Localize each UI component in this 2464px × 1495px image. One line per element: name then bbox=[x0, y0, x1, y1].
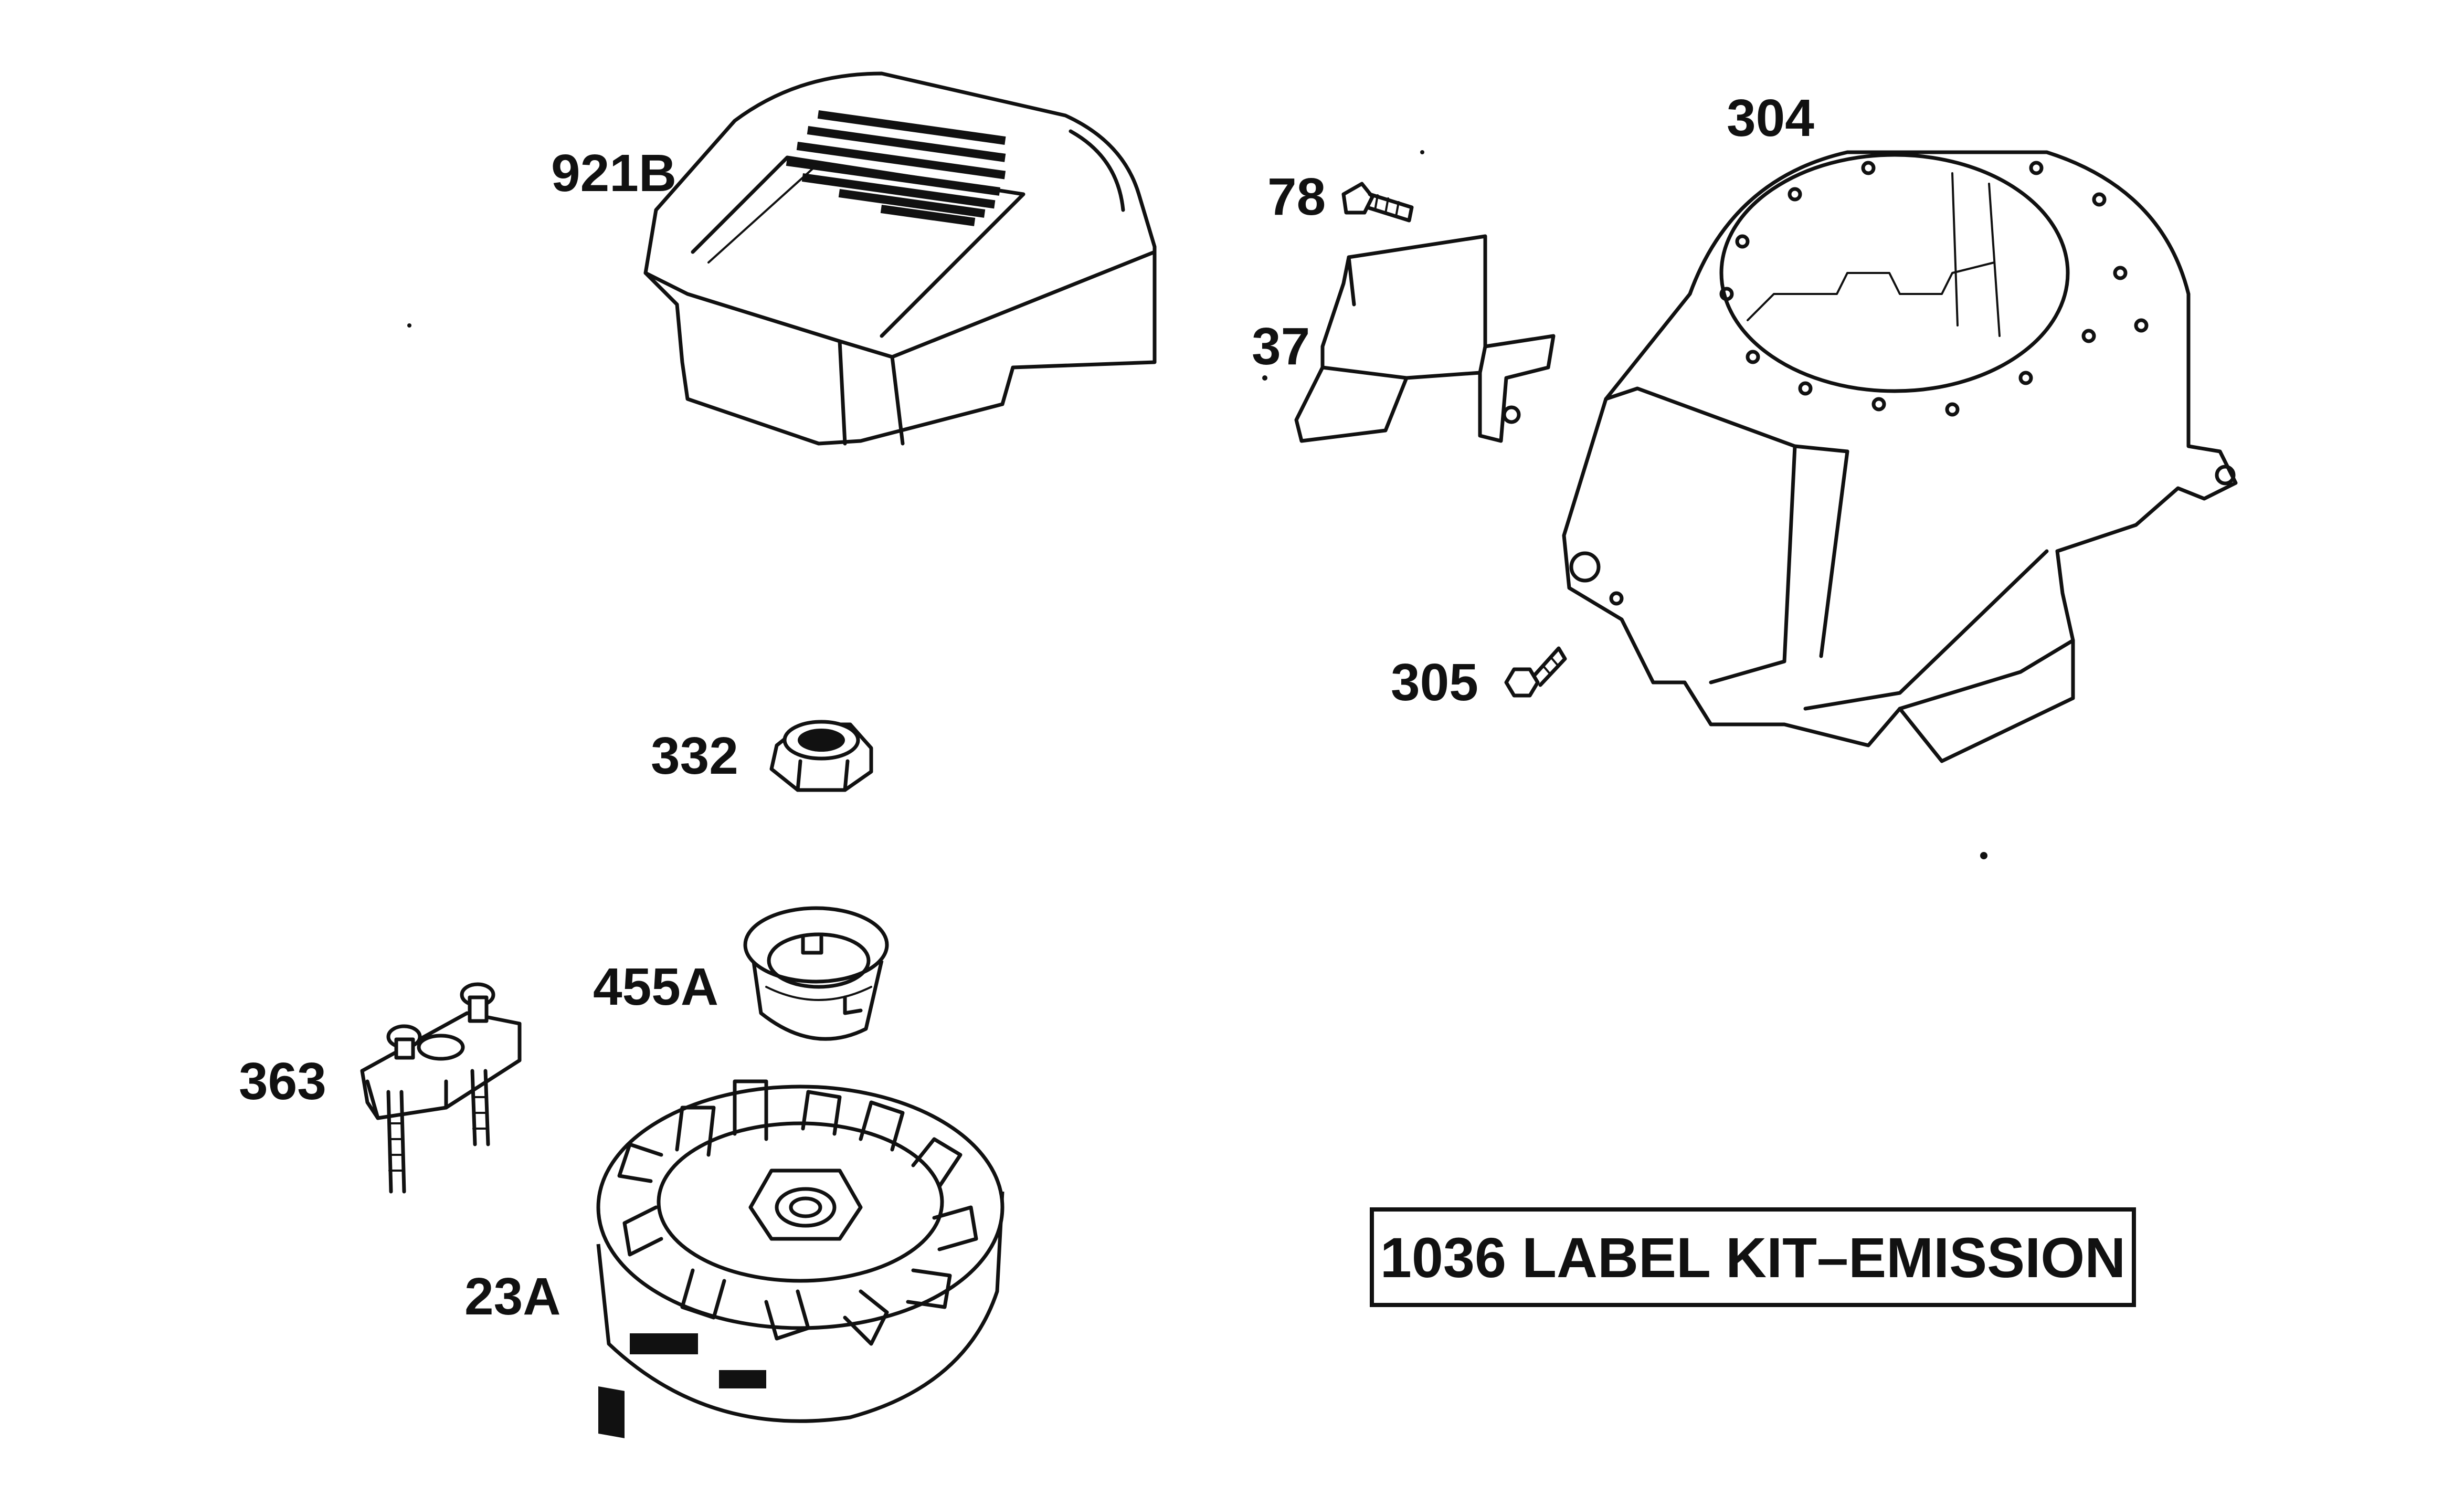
part-label-455a: 455A bbox=[593, 957, 719, 1016]
flywheel-23a-drawing bbox=[596, 1079, 1004, 1438]
blower-housing-304-drawing bbox=[1562, 150, 2238, 763]
part-label-305: 305 bbox=[1391, 653, 1478, 712]
part-label-37: 37 bbox=[1252, 317, 1310, 376]
cover-921b-drawing bbox=[643, 71, 1157, 446]
part-label-304: 304 bbox=[1727, 89, 1814, 148]
label-kit-emission-box: 1036 LABEL KIT–EMISSION bbox=[1370, 1207, 2136, 1307]
part-label-363: 363 bbox=[239, 1052, 326, 1111]
part-label-332: 332 bbox=[651, 727, 738, 785]
part-label-78: 78 bbox=[1267, 167, 1326, 226]
air-guide-37-drawing bbox=[1294, 234, 1556, 443]
part-label-921b: 921B bbox=[551, 144, 677, 203]
cup-455a-drawing bbox=[743, 906, 889, 1041]
screw-78-drawing bbox=[1341, 182, 1414, 223]
bracket-363-drawing bbox=[360, 982, 522, 1194]
nut-332-drawing bbox=[769, 720, 873, 792]
scan-specks bbox=[407, 150, 1987, 859]
part-label-23a: 23A bbox=[464, 1267, 561, 1326]
screw-305-drawing bbox=[1504, 646, 1567, 698]
